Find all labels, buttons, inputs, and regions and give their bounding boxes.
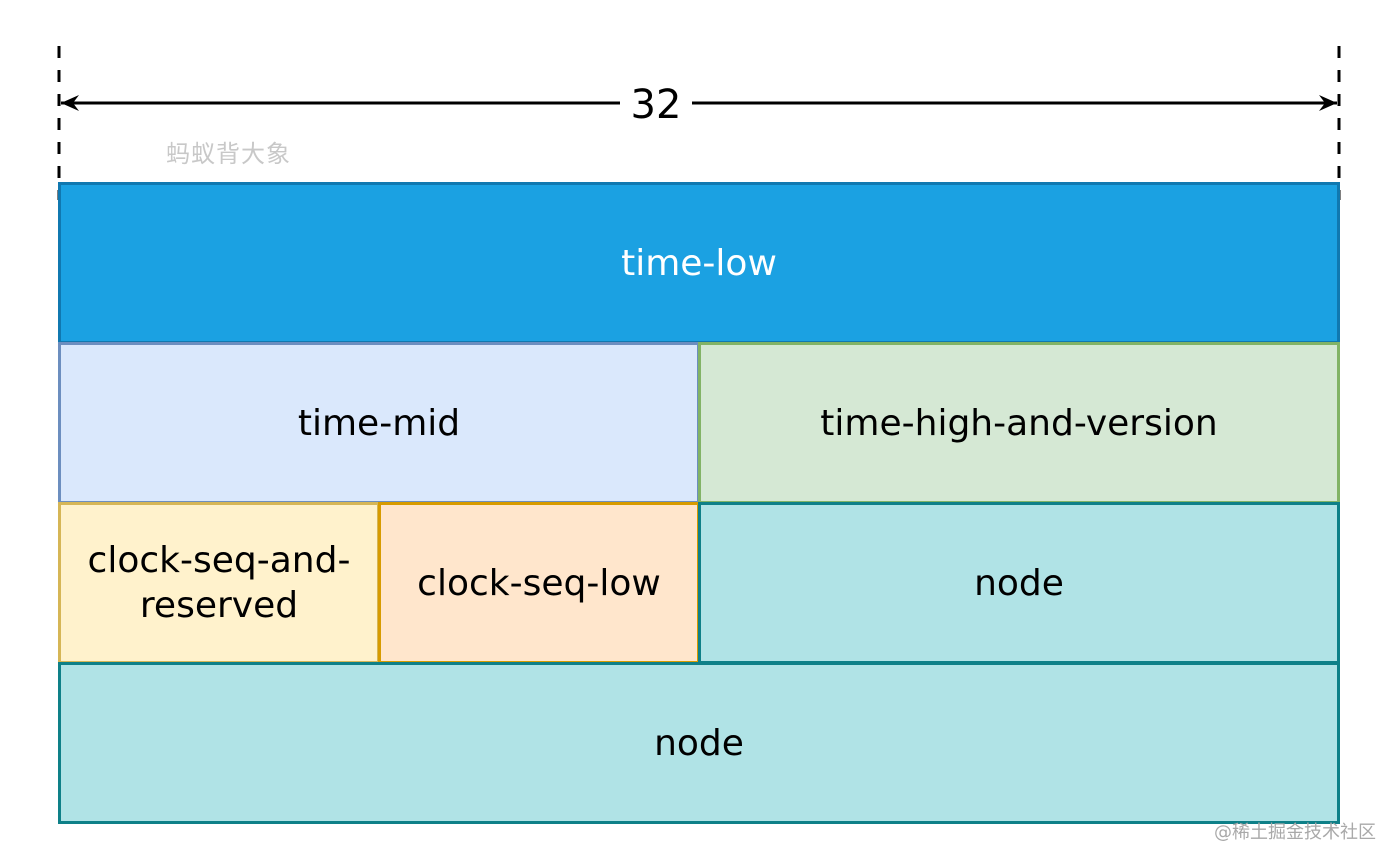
field-time-low: time-low [58,182,1340,344]
field-node-row3: node [698,502,1340,664]
field-clock-seq-and-reserved-label: clock-seq-and- reserved [87,540,351,626]
bit-width-dimension [57,46,1341,200]
field-clock-seq-low-label: clock-seq-low [417,562,661,604]
field-node-row4-label: node [654,722,744,764]
field-time-high-and-version: time-high-and-version [698,342,1340,504]
watermark-bottom: @稀土掘金技术社区 [1214,822,1376,843]
field-time-mid: time-mid [58,342,700,504]
field-node-row3-label: node [974,562,1064,604]
field-clock-seq-and-reserved: clock-seq-and- reserved [58,502,380,664]
field-time-high-and-version-label: time-high-and-version [820,402,1218,444]
field-clock-seq-low: clock-seq-low [378,502,700,664]
field-time-mid-label: time-mid [297,402,461,444]
field-time-low-label: time-low [621,242,777,284]
bit-width-label: 32 [620,80,692,130]
watermark-top: 蚂蚁背大象 [166,140,291,168]
field-node-row4: node [58,662,1340,824]
